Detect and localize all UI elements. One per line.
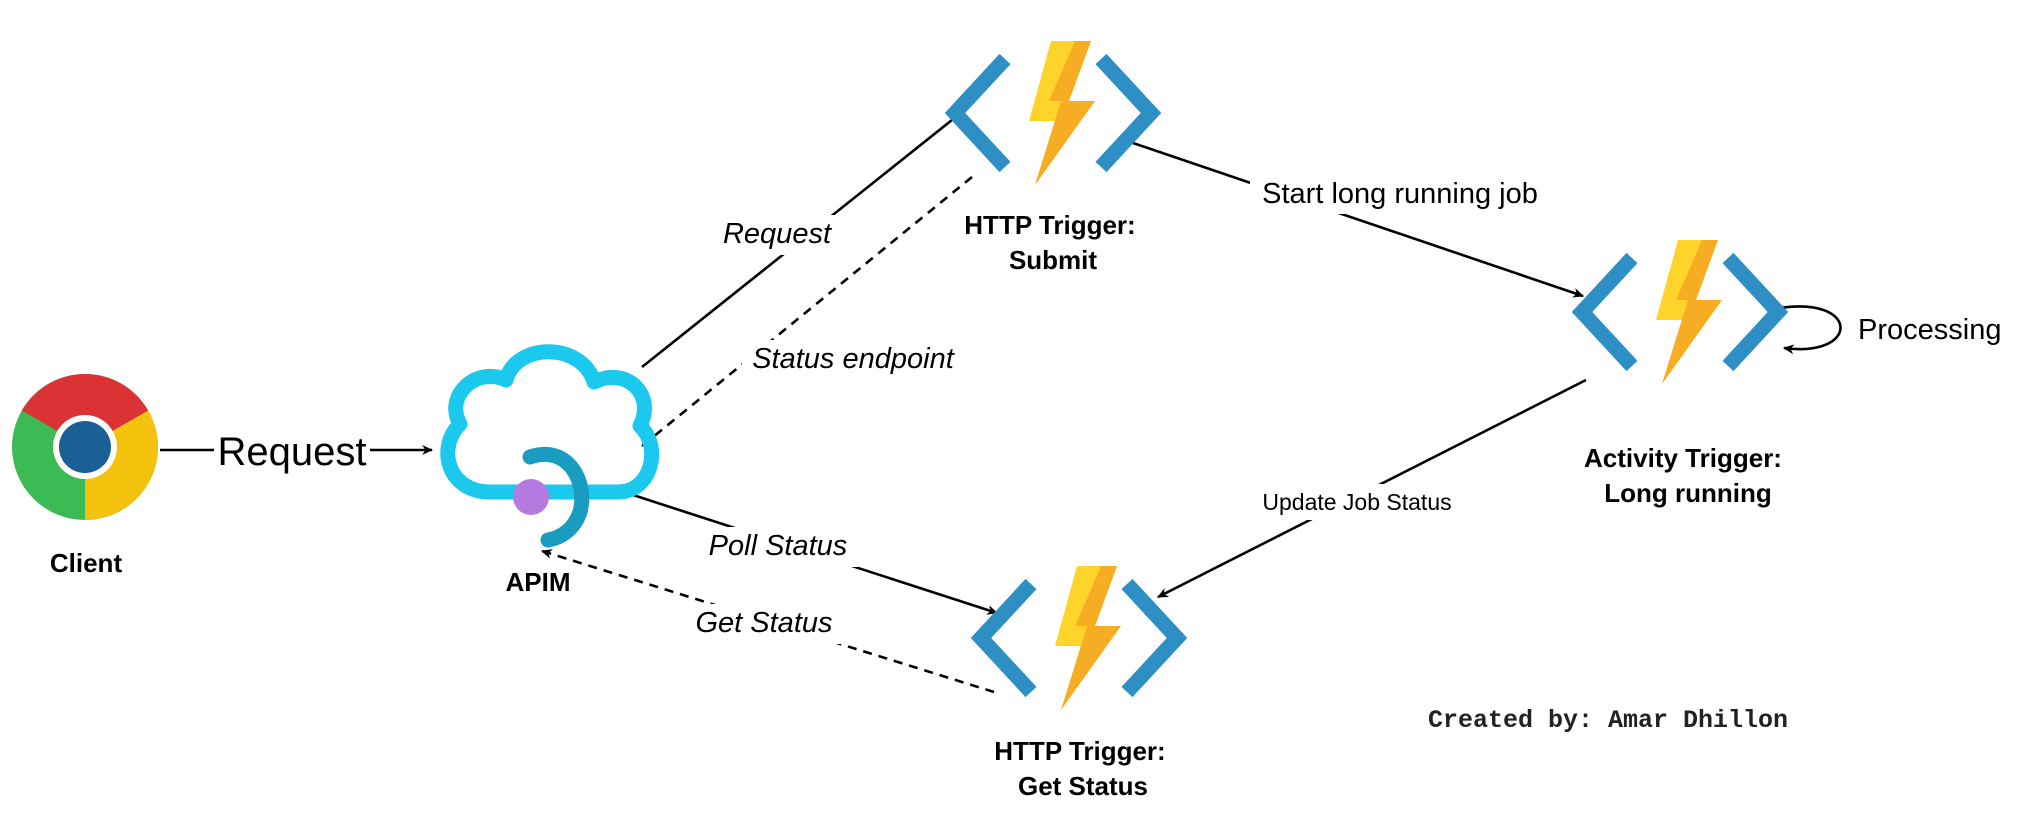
edge-activity-to-get-status: Update Job Status: [1157, 378, 1587, 599]
azure-function-icon: [1582, 240, 1778, 384]
node-label-submit-line2: Submit: [1009, 245, 1097, 275]
edge-label-poll-status: Poll Status: [709, 530, 848, 562]
node-label-get-status-line2: Get Status: [1018, 771, 1148, 801]
edge-submit-to-activity: Start long running job: [1132, 141, 1585, 298]
edge-label-get-status: Get Status: [695, 607, 832, 639]
node-label-submit-line1: HTTP Trigger:: [964, 210, 1135, 240]
node-label-client: Client: [50, 548, 123, 578]
edge-apim-to-get-status: Poll Status: [632, 493, 999, 615]
azure-function-icon: [981, 566, 1177, 710]
api-management-cloud-icon: [440, 344, 660, 548]
node-client: Client: [12, 374, 158, 578]
edge-activity-self-loop: Processing: [1779, 305, 2001, 355]
node-http-trigger-get-status: HTTP Trigger: Get Status: [981, 566, 1177, 801]
edge-label-status-endpoint: Status endpoint: [752, 343, 955, 375]
edge-client-to-apim: Request: [160, 430, 434, 474]
node-label-activity-line1: Activity Trigger:: [1584, 443, 1782, 473]
chrome-browser-icon: [12, 374, 158, 520]
node-label-apim: APIM: [506, 567, 571, 597]
azure-function-icon: [955, 41, 1151, 185]
credit-text: Created by: Amar Dhillon: [1428, 706, 1788, 735]
edge-label-client-request: Request: [218, 430, 367, 474]
edge-label-processing: Processing: [1858, 314, 2001, 346]
edge-label-request: Request: [723, 218, 833, 250]
node-label-get-status-line1: HTTP Trigger:: [994, 736, 1165, 766]
edge-label-update-job-status: Update Job Status: [1262, 489, 1451, 515]
edge-label-start-long-running-job: Start long running job: [1262, 178, 1538, 210]
node-activity-trigger: Activity Trigger: Long running: [1582, 240, 1782, 508]
node-apim: APIM: [440, 344, 660, 597]
edge-apim-to-submit: Request: [641, 110, 963, 369]
node-label-activity-line2: Long running: [1604, 478, 1772, 508]
edge-get-status-to-apim: Get Status: [540, 549, 995, 694]
node-http-trigger-submit: HTTP Trigger: Submit: [955, 41, 1151, 275]
edge-submit-to-apim: Status endpoint: [641, 175, 973, 448]
